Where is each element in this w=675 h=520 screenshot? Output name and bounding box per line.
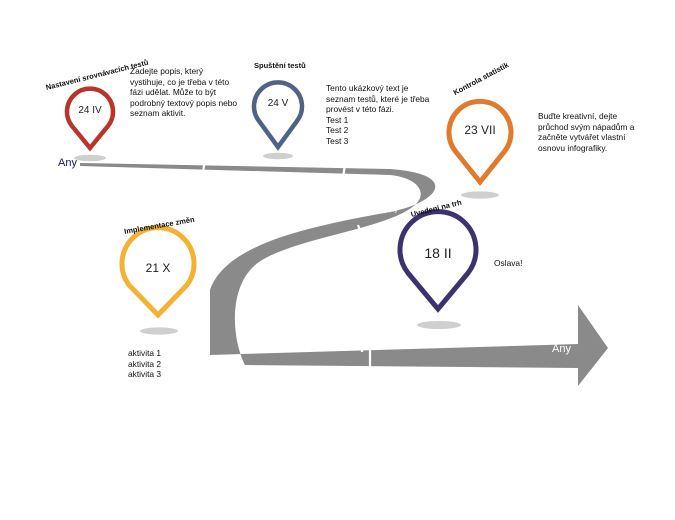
description-line: aktivita 1 <box>128 348 162 358</box>
description-line: Oslava! <box>494 258 523 268</box>
milestone-date: 24 IV <box>78 105 102 116</box>
milestone-date: 24 V <box>267 98 289 109</box>
milestone-date: 18 II <box>424 245 452 261</box>
description-line: provést v této fázi. <box>326 104 394 114</box>
milestone-description-4: aktivita 1 aktivita 2 aktivita 3 <box>128 348 161 380</box>
pin-shadow <box>140 327 178 335</box>
description-line: aktivita 2 <box>128 358 162 369</box>
road-gaps <box>201 159 372 370</box>
milestone-pin-2: 24 V <box>251 79 305 160</box>
pin-icon <box>397 209 479 313</box>
milestone-pin-4: 21 X <box>117 225 199 337</box>
description-line: začněte vytvářet vlastní <box>538 132 626 142</box>
milestone-description-1: Zadejte popis, který vystihuje, co je tř… <box>130 66 237 119</box>
milestone-pin-1: 24 IV <box>64 86 116 163</box>
description-line: Test 1 <box>326 114 349 125</box>
pin-icon <box>446 98 514 187</box>
milestone-pin-3: 23 VII <box>446 98 514 200</box>
road-end-label: Any <box>552 343 571 355</box>
pin-icon <box>64 86 116 152</box>
description-line: Test 3 <box>326 135 349 146</box>
description-line: průchod svým nápadům a <box>538 121 635 132</box>
pin-icon <box>119 225 197 319</box>
milestone-pin-5: 18 II <box>396 209 480 331</box>
description-line: Zadejte popis, který <box>130 66 204 76</box>
description-line: fázi udělat. Může to být <box>130 87 217 97</box>
pin-shadow <box>417 321 461 329</box>
pin-shadow <box>263 152 293 160</box>
description-line: seznam testů, které je třeba <box>326 93 430 104</box>
milestone-description-5: Oslava! <box>494 258 522 269</box>
pin-icon <box>251 80 305 151</box>
milestone-title: Spuštění testů <box>254 61 306 70</box>
pin-shadow <box>74 154 106 162</box>
description-line: aktivita 3 <box>128 369 162 379</box>
milestone-description-3: Buďte kreativní, dejte průchod svým nápa… <box>538 111 634 153</box>
description-line: seznam aktivit. <box>130 108 186 118</box>
description-line: vystihuje, co je třeba v této <box>130 76 230 87</box>
description-line: podrobný textový popis nebo <box>130 97 238 108</box>
milestone-date: 21 X <box>145 261 171 275</box>
description-line: Tento ukázkový text je <box>326 83 409 93</box>
description-line: osnovu infografiky. <box>538 142 608 153</box>
pin-shadow <box>461 191 499 199</box>
milestone-description-2: Tento ukázkový text je seznam testů, kte… <box>326 83 429 146</box>
road-shape <box>80 163 608 386</box>
milestone-date: 23 VII <box>464 123 496 137</box>
road-start-label: Any <box>58 157 77 169</box>
description-line: Buďte kreativní, dejte <box>538 111 618 121</box>
description-line: Test 2 <box>326 125 349 135</box>
